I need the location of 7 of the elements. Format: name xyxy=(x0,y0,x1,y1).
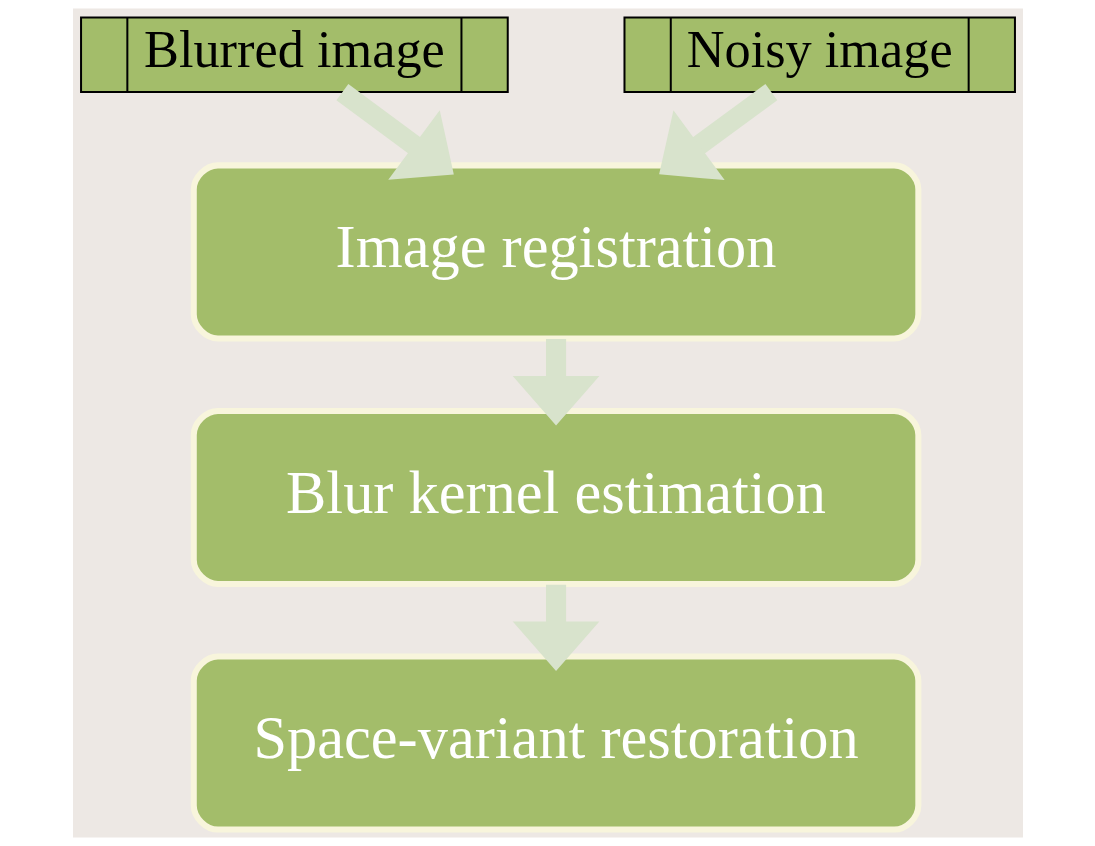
node-box: Blur kernel estimation xyxy=(190,407,921,588)
arrow xyxy=(335,84,454,180)
arrow xyxy=(658,84,777,181)
arrow xyxy=(512,584,599,672)
arrow xyxy=(512,339,599,426)
node-box: Image registration xyxy=(190,162,921,342)
node-box: Space-variant restoration xyxy=(190,653,921,833)
